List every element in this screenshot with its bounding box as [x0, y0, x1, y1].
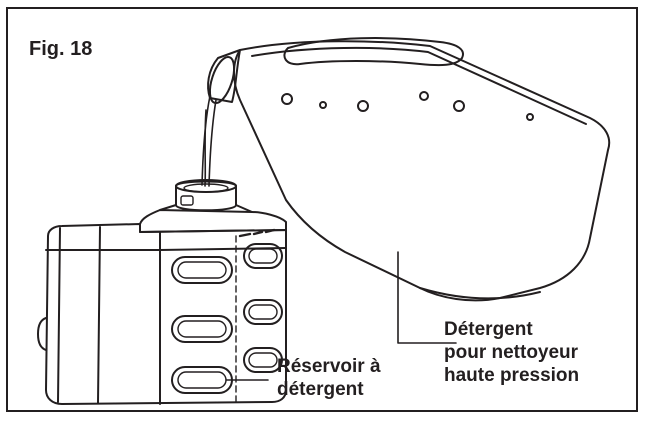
callout-detergent-line-3: haute pression — [444, 365, 580, 387]
detergent-reservoir — [37, 179, 287, 405]
pouring-stream — [201, 95, 217, 187]
callout-reservoir: Réservoir à détergent — [277, 355, 381, 401]
callout-detergent: Détergent pour nettoyeur haute pression — [444, 318, 579, 388]
figure-frame — [6, 7, 638, 412]
callout-reservoir-line-2: détergent — [277, 379, 364, 401]
callout-reservoir-line-1: Réservoir à — [277, 356, 381, 377]
callout-detergent-line-2: pour nettoyeur — [444, 342, 579, 364]
callout-detergent-line-1: Détergent — [444, 319, 533, 340]
detergent-jug — [207, 37, 611, 302]
figure-label: Fig. 18 — [29, 38, 93, 60]
